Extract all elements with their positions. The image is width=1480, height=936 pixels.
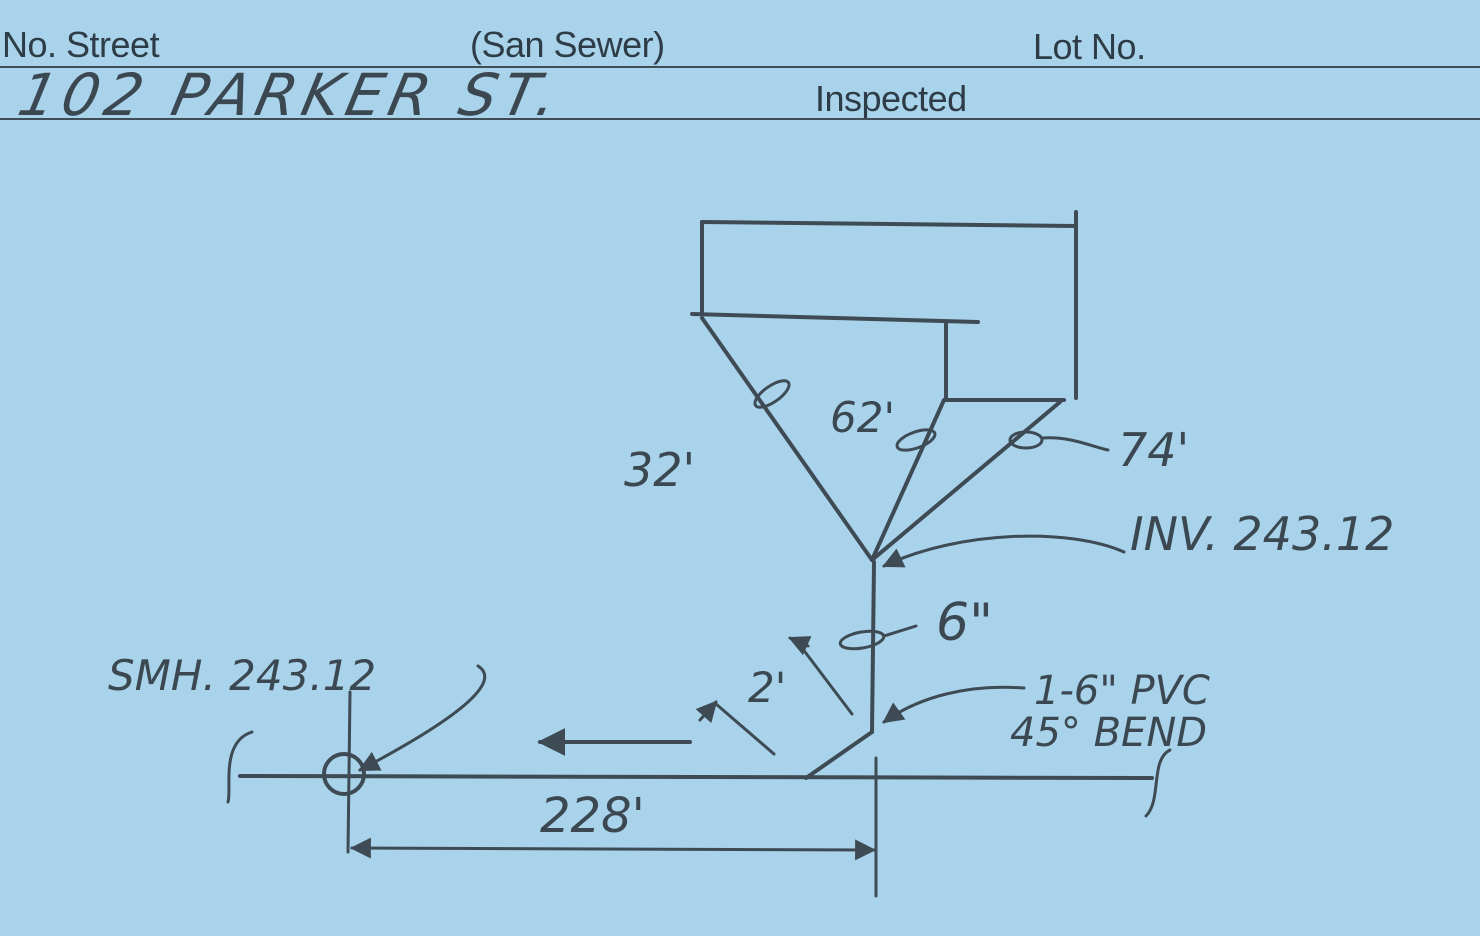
san-sewer-label: (San Sewer): [470, 24, 665, 65]
service-pipe-marker: [838, 629, 886, 651]
bend-leader-arrow: [882, 685, 1026, 724]
header-rule-top: [0, 66, 1480, 68]
lateral-3-pipe-marker: [1008, 430, 1044, 450]
service-line: [804, 560, 918, 780]
fitting-size: 1-6" PVC: [1034, 668, 1210, 714]
lateral-2-pipe-marker: [895, 428, 937, 452]
bend-offset-dimension: [695, 636, 854, 756]
lateral-1-length: 32': [624, 443, 695, 497]
lateral-1-pipe-marker: [753, 379, 791, 409]
no-street-label: No. Street: [2, 24, 160, 65]
address-text: 102 PARKER ST.: [13, 62, 570, 129]
main-distance: 228': [540, 788, 645, 844]
inspected-label: Inspected: [815, 78, 967, 119]
manhole-symbol: [322, 664, 487, 854]
main-distance-dimension: [349, 756, 878, 898]
building-laterals: [700, 316, 1110, 562]
bend-offset: 2': [748, 663, 786, 712]
lateral-3-length: 74': [1118, 423, 1189, 477]
invert-leader-arrow: [882, 534, 1126, 568]
lot-no-label: Lot No.: [1033, 26, 1146, 67]
lateral-2-length: 62': [830, 393, 895, 442]
manhole-leader-arrow: [358, 664, 487, 772]
invert-elevation: INV. 243.12: [1130, 507, 1394, 561]
header-rule-bottom: [0, 118, 1480, 120]
sewer-main: [226, 728, 1172, 818]
building-outline: [690, 210, 1078, 402]
manhole-elevation: SMH. 243.12: [108, 651, 376, 700]
pipe-size: 6": [936, 593, 993, 653]
fitting-type: 45° BEND: [1010, 710, 1207, 756]
